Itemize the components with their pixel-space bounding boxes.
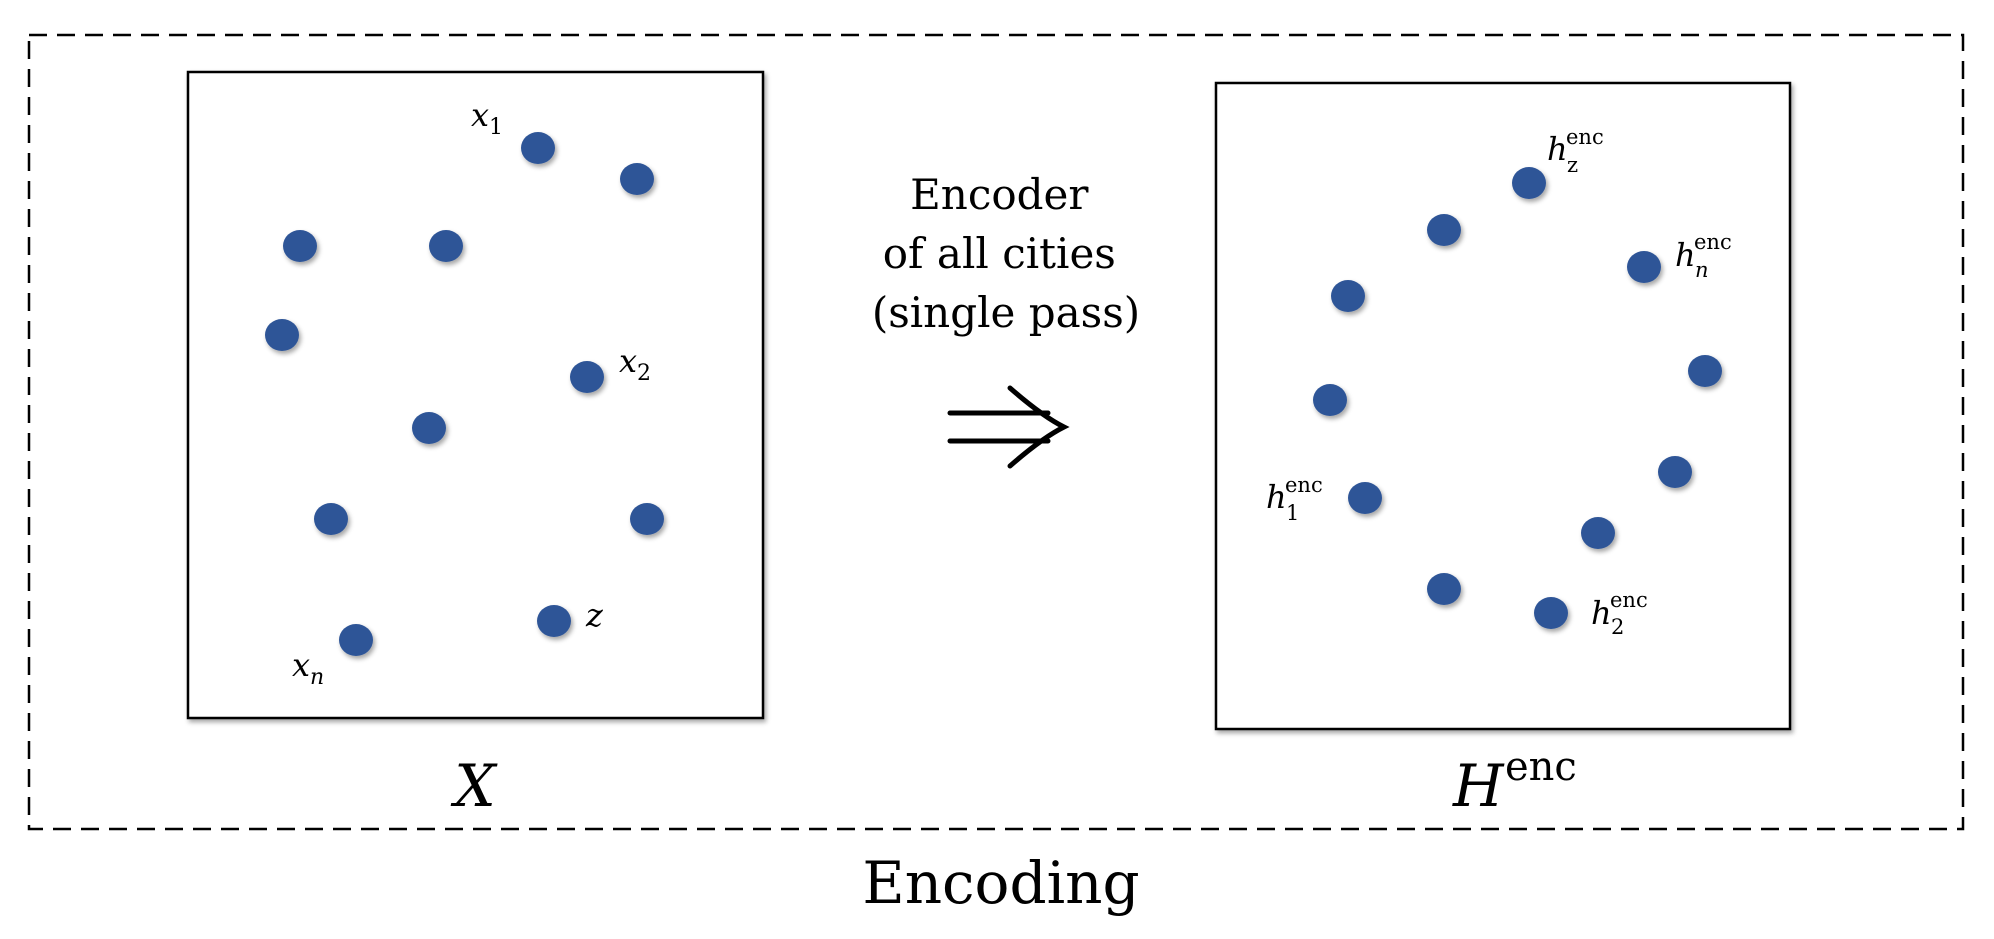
- encoded-node: [1688, 355, 1722, 387]
- encoded-node-h1: [1348, 482, 1382, 514]
- svg-text:h: h: [1547, 130, 1568, 168]
- city-node-x1: [521, 132, 555, 164]
- svg-text:enc: enc: [1694, 230, 1732, 254]
- label-hz: h enc z: [1547, 125, 1604, 177]
- encoded-node: [1581, 517, 1615, 549]
- encoded-node: [1658, 456, 1692, 488]
- svg-text:n: n: [1695, 258, 1709, 282]
- svg-text:h: h: [1266, 478, 1287, 516]
- city-node-xn: [339, 624, 373, 656]
- input-panel-frame: [186, 70, 765, 720]
- svg-text:enc: enc: [1610, 588, 1648, 612]
- city-node: [429, 230, 463, 262]
- city-node-z: [537, 605, 571, 637]
- label-x2: x2: [619, 342, 651, 386]
- encoded-node: [1313, 384, 1347, 416]
- encoder-label: Encoder of all cities (single pass): [872, 170, 1140, 337]
- label-x1: x1: [471, 96, 503, 140]
- output-nodes: [1313, 167, 1722, 629]
- double-arrow-icon: [947, 385, 1070, 469]
- encoder-label-line-3: (single pass): [872, 288, 1140, 337]
- input-panel-caption: X: [450, 752, 498, 820]
- city-node: [314, 503, 348, 535]
- encoding-dashed-border: [27, 33, 1965, 831]
- encoded-node-h2: [1534, 597, 1568, 629]
- svg-text:h: h: [1591, 594, 1612, 632]
- label-xn: xn: [292, 646, 324, 690]
- svg-text:h: h: [1675, 236, 1696, 274]
- encoder-label-line-2: of all cities: [883, 229, 1116, 278]
- encoded-node: [1427, 573, 1461, 605]
- label-z: z: [585, 596, 604, 634]
- city-node: [412, 412, 446, 444]
- svg-text:enc: enc: [1285, 473, 1323, 497]
- city-node: [283, 230, 317, 262]
- city-node: [620, 163, 654, 195]
- svg-text:enc: enc: [1566, 125, 1604, 149]
- svg-text:z: z: [1567, 153, 1578, 177]
- encoded-node: [1427, 214, 1461, 246]
- svg-text:1: 1: [1286, 501, 1299, 525]
- encoded-node: [1331, 280, 1365, 312]
- label-hn: h enc n: [1675, 230, 1732, 282]
- output-panel-frame: [1214, 81, 1792, 731]
- encoded-node-hz: [1512, 167, 1546, 199]
- input-nodes: [265, 132, 664, 656]
- city-node: [630, 503, 664, 535]
- encoded-node-hn: [1627, 251, 1661, 283]
- encoder-label-line-1: Encoder: [910, 170, 1089, 219]
- encoding-caption: Encoding: [862, 849, 1139, 917]
- city-node-x2: [570, 361, 604, 393]
- svg-text:2: 2: [1611, 615, 1624, 639]
- label-h1: h enc 1: [1266, 473, 1323, 525]
- city-node: [265, 319, 299, 351]
- svg-text:H: H: [1452, 752, 1505, 820]
- label-h2: h enc 2: [1591, 588, 1648, 639]
- svg-text:enc: enc: [1505, 744, 1577, 790]
- output-panel-caption: H enc: [1452, 744, 1577, 820]
